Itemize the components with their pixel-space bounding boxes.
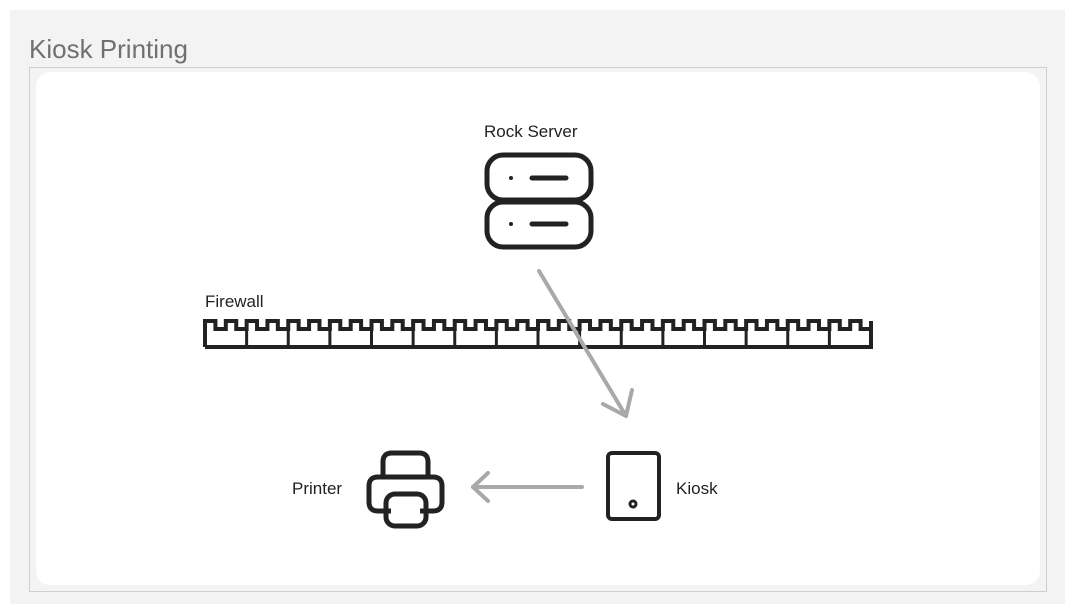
server-led-bottom xyxy=(509,222,513,226)
tablet-icon xyxy=(606,451,661,521)
printer-body xyxy=(366,474,445,514)
printer-output-sheet xyxy=(383,491,429,529)
tablet-body xyxy=(606,451,661,521)
diagram-frame: Rock Server Firewall Printer Kiosk xyxy=(29,67,1047,592)
printer-paper-tray xyxy=(380,450,431,477)
firewall-icon xyxy=(203,319,873,349)
page-container: Kiosk Printing xyxy=(10,10,1065,604)
arrow-server-to-kiosk xyxy=(537,269,634,418)
diagram-canvas: Rock Server Firewall Printer Kiosk xyxy=(36,72,1040,585)
diagram-svg xyxy=(203,152,873,529)
arrow-kiosk-to-printer xyxy=(471,471,584,503)
server-unit-bottom xyxy=(484,199,594,250)
firewall-outline xyxy=(203,319,873,349)
printer-icon xyxy=(366,450,445,529)
server-icon xyxy=(484,152,594,250)
kiosk-label: Kiosk xyxy=(676,479,718,498)
server-label: Rock Server xyxy=(484,122,578,141)
server-led-top xyxy=(509,176,513,180)
page-title: Kiosk Printing xyxy=(29,34,188,64)
firewall-label: Firewall xyxy=(205,292,264,311)
tablet-button xyxy=(628,499,638,509)
printer-label: Printer xyxy=(292,479,343,498)
